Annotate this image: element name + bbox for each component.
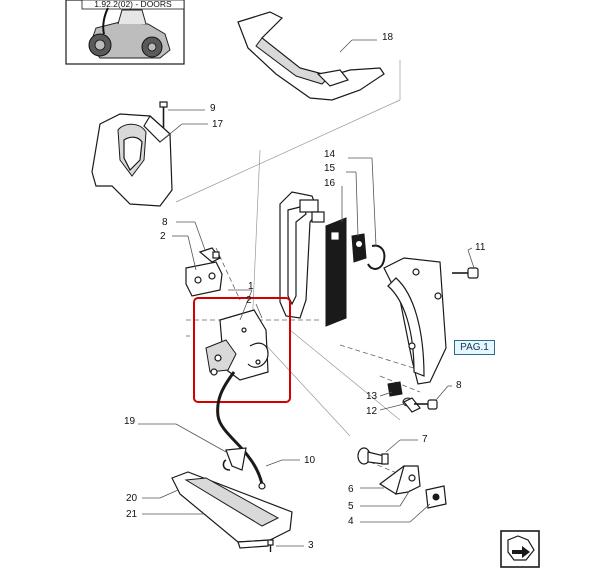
part-8-bolt-lower — [414, 399, 438, 410]
part-7-bolt — [357, 447, 389, 465]
callout-8-lower: 8 — [456, 380, 462, 391]
part-11-screw — [452, 267, 479, 279]
callout-2-upper: 2 — [160, 231, 166, 242]
callout-7: 7 — [422, 434, 428, 445]
callout-16: 16 — [324, 178, 336, 189]
reference-title[interactable]: 1.92.2(02) - DOORS — [94, 0, 172, 9]
part-9-screw — [159, 101, 168, 128]
part-3-screw — [267, 539, 274, 552]
page-link-tag[interactable]: PAG.1 — [454, 340, 495, 355]
callout-15: 15 — [324, 163, 336, 174]
part-8-screw — [198, 247, 221, 263]
part-12-sleeve — [402, 397, 421, 413]
callout-2-lower: 2 — [246, 295, 252, 306]
part-15-clip — [351, 233, 367, 263]
reference-thumbnail[interactable] — [65, 0, 185, 65]
callout-17: 17 — [212, 119, 224, 130]
callout-20: 20 — [126, 493, 138, 504]
part-17-housing — [91, 113, 173, 207]
callout-18: 18 — [382, 32, 394, 43]
callout-11: 11 — [475, 242, 486, 253]
door-frame-bracket — [383, 257, 447, 385]
part-2-bracket — [185, 261, 223, 297]
part-1-handle — [279, 191, 325, 319]
part-6-latch — [378, 465, 421, 495]
callout-9: 9 — [210, 103, 216, 114]
part-14-ring — [367, 244, 386, 270]
callout-3: 3 — [308, 540, 314, 551]
part-20-21-tray — [171, 471, 293, 549]
callout-6: 6 — [348, 484, 354, 495]
callout-5: 5 — [348, 501, 354, 512]
callout-1: 1 — [248, 281, 254, 292]
arrow-next-icon — [500, 530, 540, 568]
part-lock-assembly — [205, 309, 269, 381]
leader-18 — [339, 39, 353, 53]
part-4-plate — [425, 485, 447, 509]
callout-4: 4 — [348, 516, 354, 527]
callout-21: 21 — [126, 509, 138, 520]
highlight-box[interactable] — [193, 297, 291, 403]
callout-8-upper: 8 — [162, 217, 168, 228]
part-13-block — [387, 381, 403, 397]
part-19-clip — [222, 447, 247, 471]
callout-12: 12 — [366, 406, 378, 417]
callout-10: 10 — [304, 455, 316, 466]
part-16-strip — [325, 217, 347, 327]
callout-19: 19 — [124, 416, 136, 427]
next-page-button[interactable] — [500, 530, 540, 568]
part-10-cable — [216, 371, 266, 490]
callout-13: 13 — [366, 391, 378, 402]
part-18-shield — [237, 11, 385, 101]
callout-14: 14 — [324, 149, 336, 160]
